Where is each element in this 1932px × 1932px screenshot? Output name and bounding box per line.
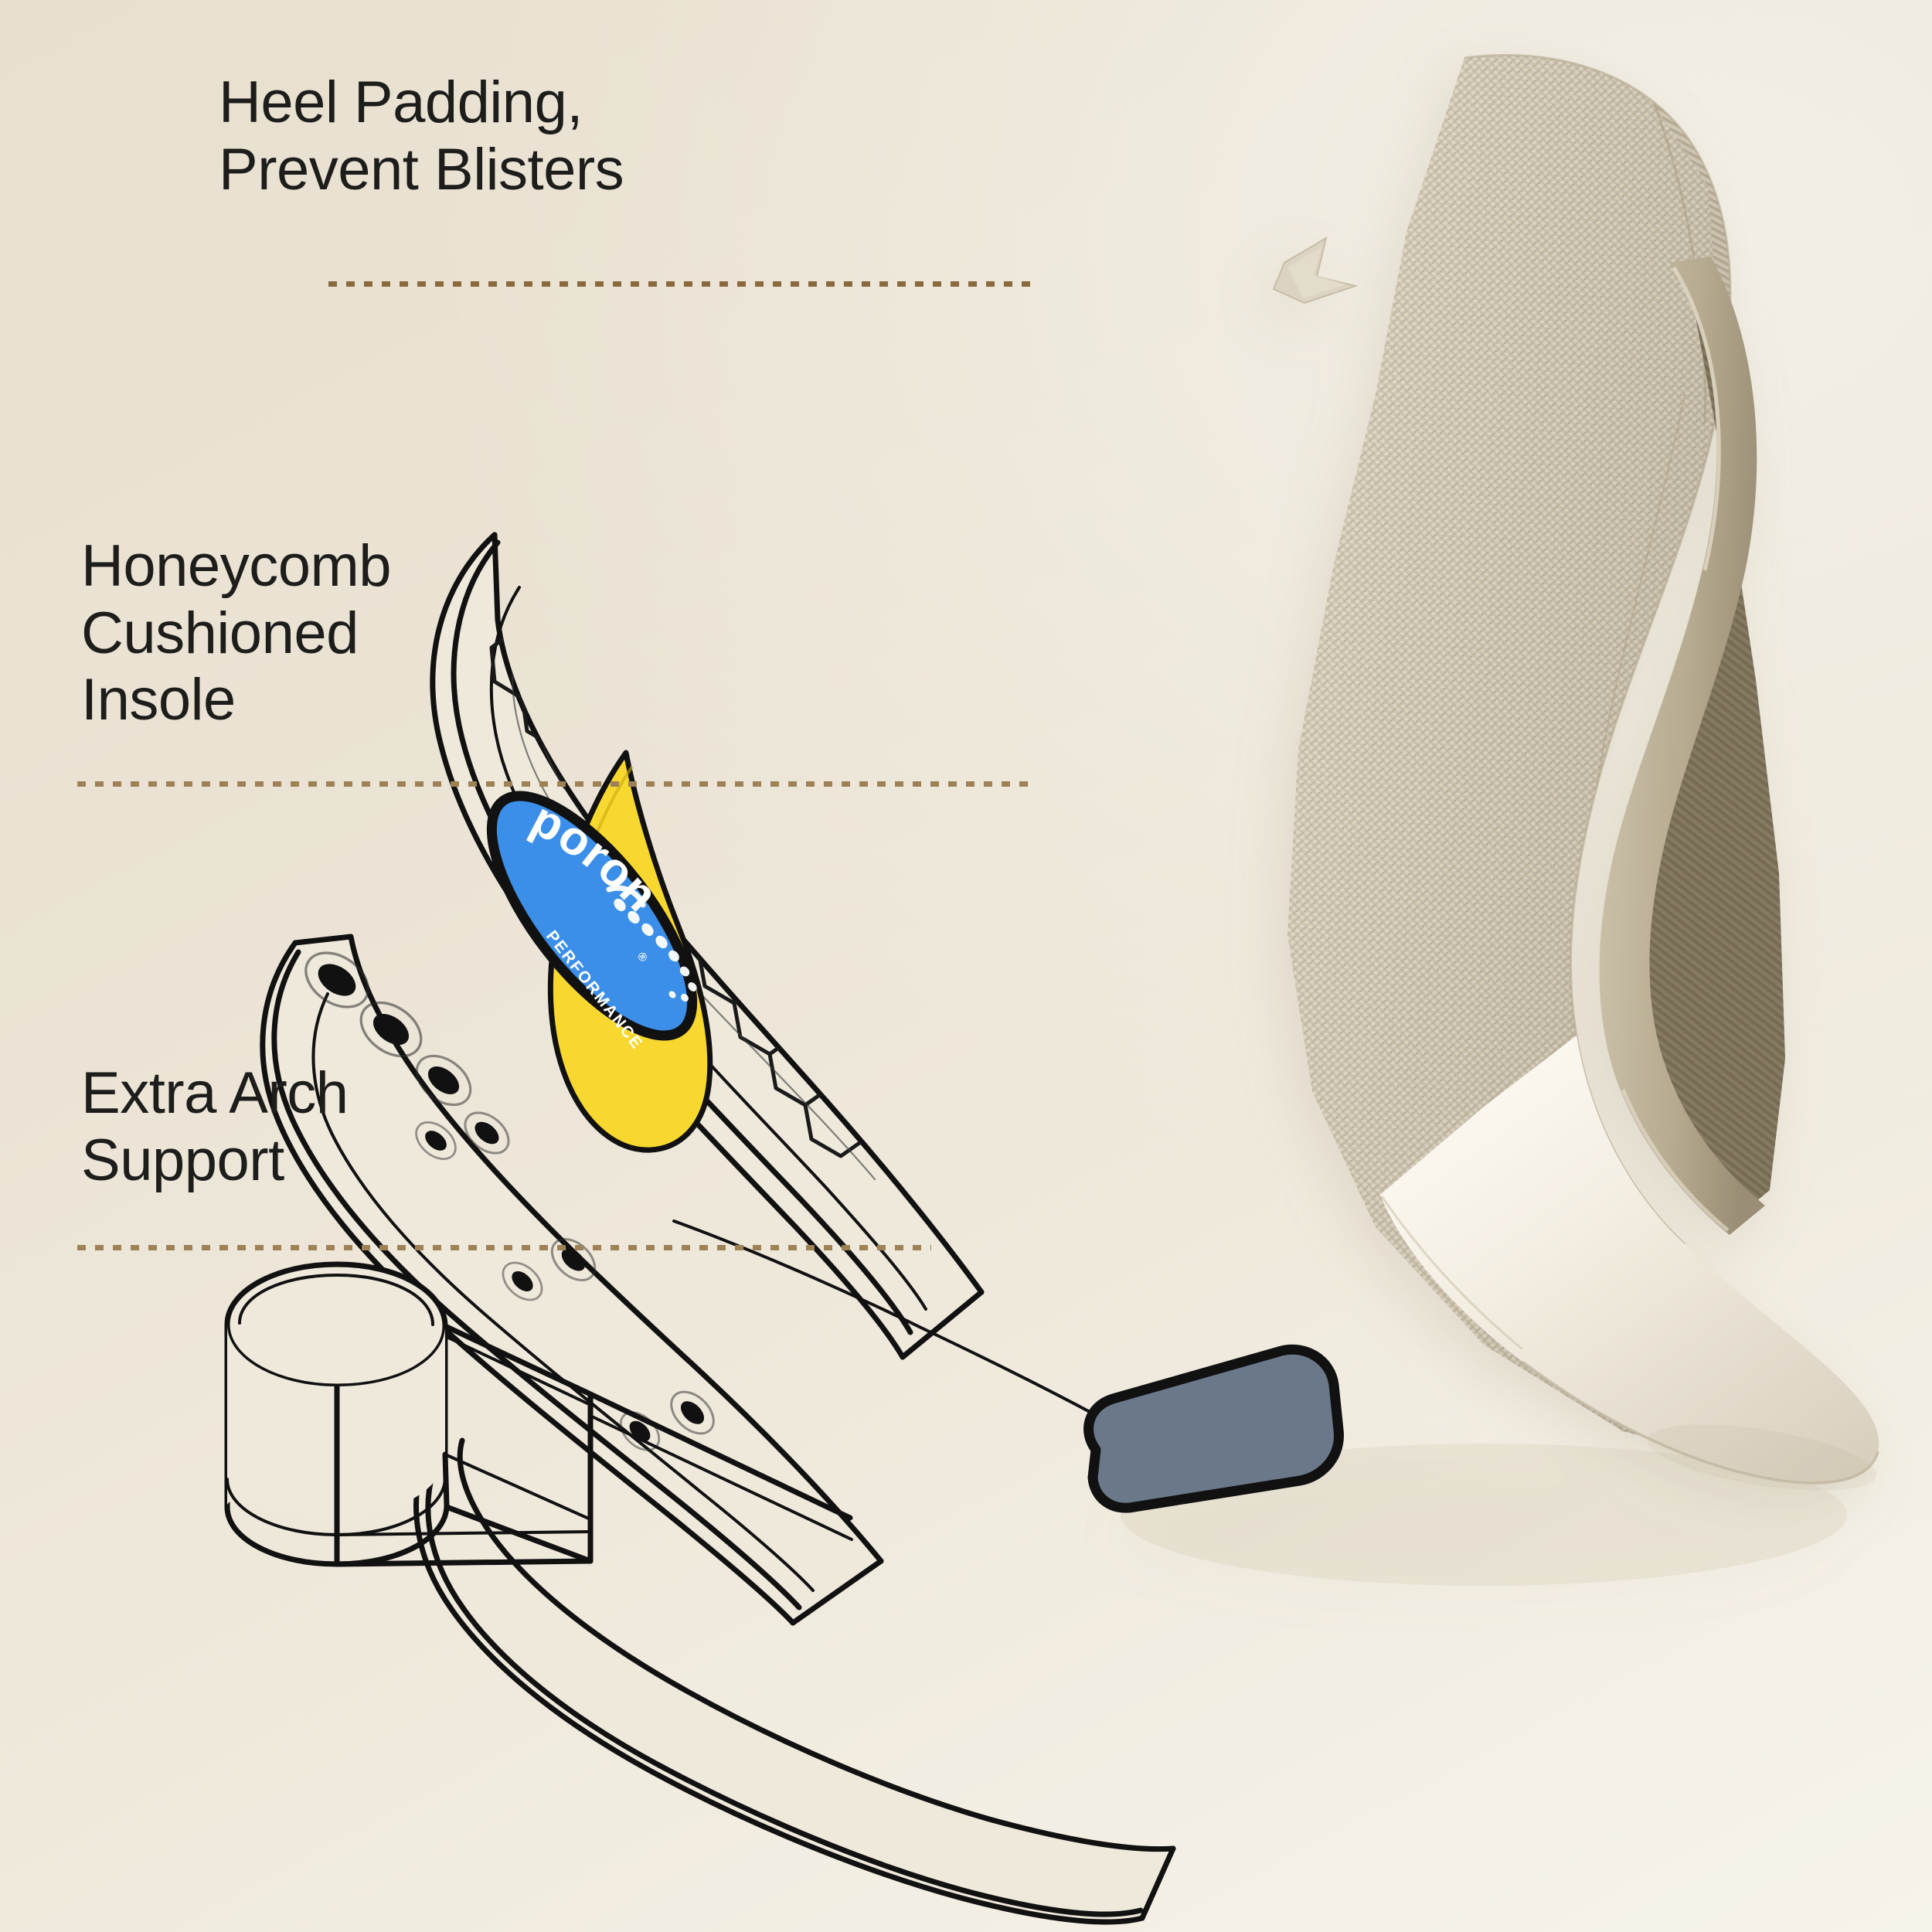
annotation-heel-padding: Heel Padding, Prevent Blisters xyxy=(219,70,624,202)
outsole xyxy=(413,1219,1176,1925)
annotation-extra-arch-support: Extra Arch Support xyxy=(81,1060,349,1193)
shoe-photo xyxy=(989,31,1901,1754)
perforation-dots xyxy=(304,951,715,1451)
annotation-honeycomb-insole: Honeycomb Cushioned Insole xyxy=(81,533,392,733)
shoe-sole xyxy=(1380,1036,1879,1491)
leader-line-heel-padding xyxy=(328,281,1032,287)
poron-pad: poron PERFORMANCE ® xyxy=(430,753,754,1078)
shoe-collar xyxy=(1599,257,1765,1235)
leader-line-honeycomb-insole xyxy=(77,781,1028,787)
forefoot-cushion-pad xyxy=(1083,1344,1344,1513)
block-heel xyxy=(224,1261,594,1567)
arch-support-layer xyxy=(260,934,884,1626)
dotted-footprint-icon xyxy=(606,885,697,1002)
leader-line-arch-support xyxy=(77,1245,931,1250)
exploded-diagram: .ink { fill:none; stroke:#111111; stroke… xyxy=(224,479,1731,1925)
chevron-emblem-icon xyxy=(1272,236,1359,304)
